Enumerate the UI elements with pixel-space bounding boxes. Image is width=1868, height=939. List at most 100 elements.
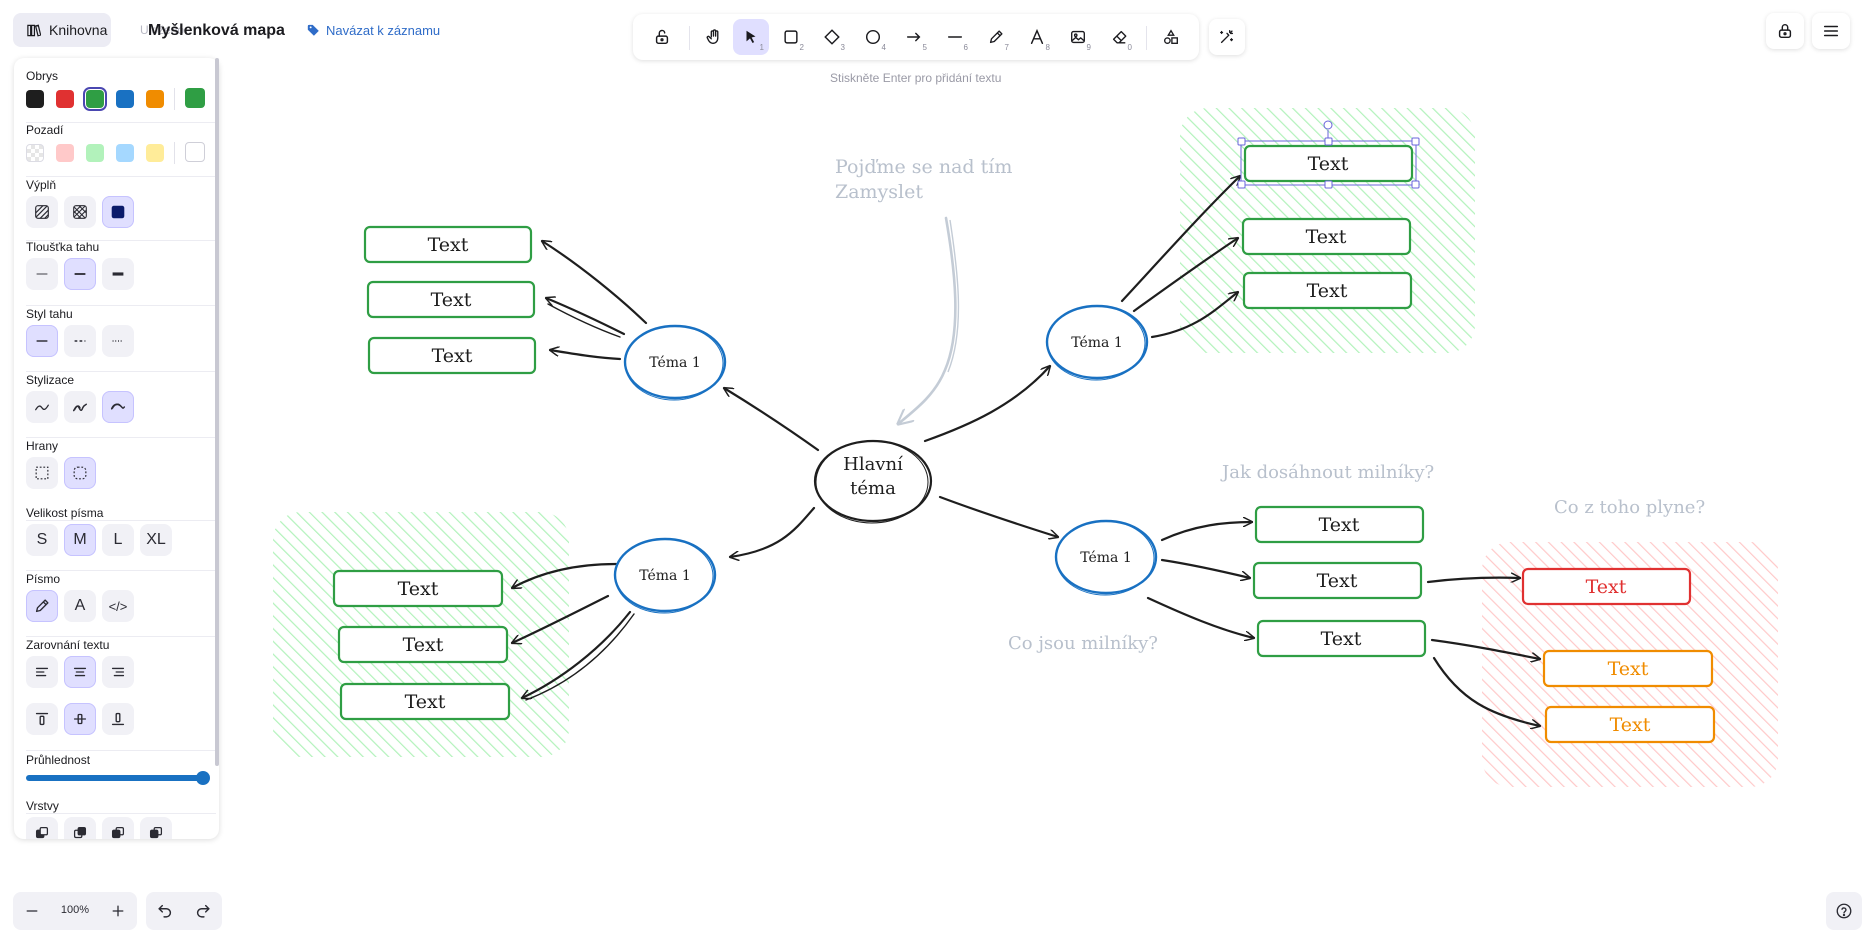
arrow-topic-tr-text-2[interactable] — [1132, 238, 1238, 313]
resize-handle[interactable] — [1411, 137, 1420, 146]
topic-node-bottom-right[interactable]: Téma 1 — [1054, 519, 1158, 596]
arrow-center-topic-top-right[interactable] — [923, 366, 1050, 443]
topic-node-bottom-left[interactable]: Téma 1 — [613, 537, 717, 614]
arrow-topic-tr-text-3[interactable] — [1150, 292, 1238, 339]
result-node-orange[interactable]: Text — [1542, 649, 1714, 688]
layer-bring-to-front[interactable] — [140, 817, 172, 839]
text-node[interactable]: Text — [1252, 561, 1423, 600]
text-node[interactable]: Text — [363, 225, 533, 264]
fill-cross-hatch[interactable] — [64, 196, 96, 228]
text-node[interactable]: Text — [1254, 505, 1425, 544]
background-color-yellow[interactable] — [146, 144, 164, 162]
text-align-left[interactable] — [26, 656, 58, 688]
background-color-blue[interactable] — [116, 144, 134, 162]
topic-node-top-right[interactable]: Téma 1 — [1045, 304, 1149, 381]
resize-handle[interactable] — [1324, 180, 1333, 189]
text-node-selected[interactable]: Text — [1243, 144, 1414, 183]
background-color-current[interactable] — [185, 142, 205, 162]
tool-image[interactable]: 9 — [1060, 19, 1096, 55]
text-node[interactable]: Text — [1241, 217, 1412, 256]
arrow-center-topic-bottom-left[interactable] — [730, 506, 816, 557]
arrow-topic-tl-text-2[interactable] — [546, 298, 626, 336]
tool-text[interactable]: 8 — [1019, 19, 1055, 55]
stroke-color-orange[interactable] — [146, 90, 164, 108]
tool-lock[interactable] — [644, 19, 680, 55]
font-size-m[interactable]: M — [64, 524, 96, 556]
tool-eraser[interactable]: 0 — [1101, 19, 1137, 55]
tool-magic-wand[interactable] — [1209, 19, 1245, 55]
arrow-topic-br-text-1[interactable] — [1160, 522, 1254, 542]
font-family-normal[interactable]: A — [64, 590, 96, 622]
rotate-handle[interactable] — [1323, 120, 1333, 130]
resize-handle[interactable] — [1237, 137, 1246, 146]
resize-handle[interactable] — [1411, 180, 1420, 189]
panel-scrollbar[interactable] — [215, 58, 219, 766]
stroke-style-dotted[interactable] — [102, 325, 134, 357]
layer-bring-forward[interactable] — [102, 817, 134, 839]
stroke-style-solid[interactable] — [26, 325, 58, 357]
stroke-color-green[interactable] — [83, 87, 107, 111]
tool-draw[interactable]: 7 — [978, 19, 1014, 55]
note-arrow[interactable] — [898, 216, 957, 424]
resize-handle[interactable] — [1324, 137, 1333, 146]
tool-arrow[interactable]: 5 — [896, 19, 932, 55]
text-node[interactable]: Text — [1242, 271, 1413, 310]
text-node[interactable]: Text — [339, 682, 511, 721]
sloppiness-architect[interactable] — [26, 391, 58, 423]
tool-ellipse[interactable]: 4 — [855, 19, 891, 55]
arrow-center-topic-top-left[interactable] — [724, 388, 820, 452]
opacity-slider-thumb[interactable] — [196, 771, 210, 785]
fill-solid[interactable] — [102, 196, 134, 228]
arrow-topic-br-text-2[interactable] — [1160, 558, 1250, 578]
background-color-green[interactable] — [86, 144, 104, 162]
zoom-out-button[interactable] — [13, 892, 51, 930]
vertical-align-bottom[interactable] — [102, 703, 134, 735]
arrow-text-to-red[interactable] — [1426, 578, 1522, 584]
arrow-topic-bl-text-3[interactable] — [522, 610, 632, 698]
text-node[interactable]: Text — [1256, 619, 1427, 658]
stroke-width-extra-bold[interactable] — [102, 258, 134, 290]
stroke-color-current[interactable] — [185, 88, 205, 108]
stroke-color-blue[interactable] — [116, 90, 134, 108]
tool-more-shapes[interactable] — [1153, 19, 1189, 55]
stroke-color-black[interactable] — [26, 90, 44, 108]
link-to-record[interactable]: Navázat k záznamu — [307, 23, 440, 38]
tool-select[interactable]: 1 — [733, 19, 769, 55]
document-title[interactable]: Myšlenková mapa — [148, 22, 285, 39]
font-size-s[interactable]: S — [26, 524, 58, 556]
vertical-align-middle[interactable] — [64, 703, 96, 735]
text-node[interactable]: Text — [332, 569, 504, 608]
font-family-code[interactable]: </> — [102, 590, 134, 622]
undo-button[interactable] — [146, 892, 184, 930]
tool-line[interactable]: 6 — [937, 19, 973, 55]
result-node-orange[interactable]: Text — [1544, 705, 1716, 744]
vertical-align-top[interactable] — [26, 703, 58, 735]
help-button[interactable] — [1826, 892, 1862, 930]
text-node[interactable]: Text — [337, 625, 509, 664]
redo-button[interactable] — [184, 892, 222, 930]
opacity-slider-track[interactable] — [26, 775, 203, 781]
text-align-right[interactable] — [102, 656, 134, 688]
layer-send-backward[interactable] — [64, 817, 96, 839]
topic-node-top-left[interactable]: Téma 1 — [623, 324, 727, 401]
arrow-topic-br-text-3[interactable] — [1146, 596, 1254, 638]
arrow-text-to-orange-2[interactable] — [1432, 656, 1540, 726]
note-result[interactable]: Co z toho plyne? — [1554, 497, 1705, 518]
note-what[interactable]: Co jsou milníky? — [1008, 633, 1158, 654]
font-size-xl[interactable]: XL — [140, 524, 172, 556]
tool-hand[interactable] — [696, 19, 732, 55]
stroke-width-thin[interactable] — [26, 258, 58, 290]
tool-diamond[interactable]: 3 — [814, 19, 850, 55]
result-node-red[interactable]: Text — [1521, 567, 1692, 606]
library-button[interactable]: Knihovna — [13, 13, 111, 47]
arrow-text-to-orange-1[interactable] — [1430, 638, 1540, 659]
stroke-color-red[interactable] — [56, 90, 74, 108]
layer-send-to-back[interactable] — [26, 817, 58, 839]
arrow-topic-bl-text-2[interactable] — [512, 594, 610, 643]
arrow-topic-tl-text-1[interactable] — [542, 241, 648, 325]
arrow-center-topic-bottom-right[interactable] — [938, 495, 1058, 537]
sloppiness-cartoonist[interactable] — [102, 391, 134, 423]
